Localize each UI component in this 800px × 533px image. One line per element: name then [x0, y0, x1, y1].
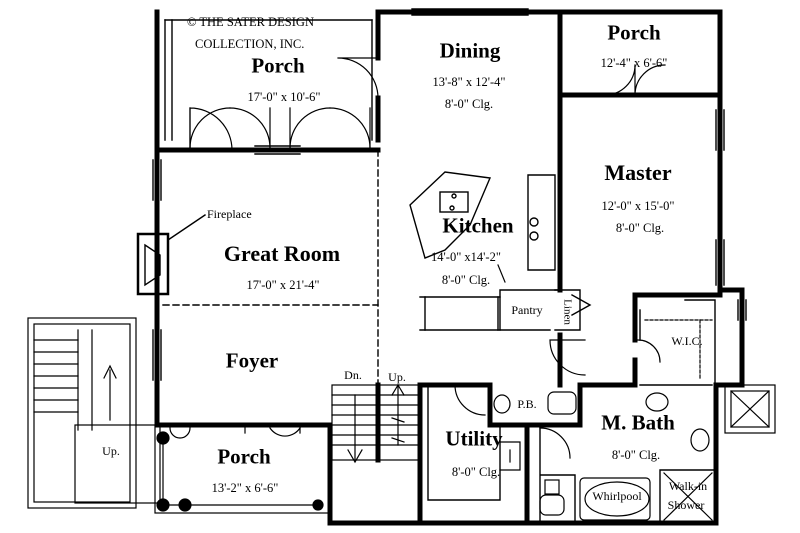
copyright-line-1: © THE SATER DESIGN [187, 14, 314, 29]
porch-front-label: Porch [217, 444, 271, 469]
master-size: 12'-0" x 15'-0" [601, 198, 675, 213]
stairs-up-label: Up. [388, 370, 406, 384]
dining-label: Dining [439, 38, 501, 63]
fireplace-box [136, 214, 206, 296]
dining-ceiling: 8'-0" Clg. [444, 96, 494, 111]
linen-label: Linen [561, 299, 574, 325]
wic-label: W.I.C. [671, 334, 703, 348]
utility-label: Utility [445, 426, 503, 451]
kitchen-ceiling: 8'-0" Clg. [441, 272, 491, 287]
porch-main-size: 17'-0" x 10'-6" [247, 89, 321, 104]
great-room-label: Great Room [223, 241, 341, 266]
mbath-ceiling: 8'-0" Clg. [611, 447, 661, 462]
mbath-label: M. Bath [601, 410, 675, 435]
fireplace-label: Fireplace [207, 207, 252, 221]
foyer-label: Foyer [225, 348, 279, 373]
kitchen-island [409, 171, 539, 259]
copyright-line-2: COLLECTION, INC. [195, 36, 305, 51]
wic-rod [644, 319, 713, 381]
porch-master-label: Porch [607, 20, 661, 45]
porch-front-size: 13'-2" x 6'-6" [211, 480, 279, 495]
master-label: Master [604, 160, 672, 185]
master-ceiling: 8'-0" Clg. [615, 220, 665, 235]
windows [152, 8, 747, 381]
pantry-label: Pantry [511, 303, 543, 317]
whirlpool-label: Whirlpool [592, 489, 642, 503]
porch-master-size: 12'-4" x 6'-6" [600, 55, 668, 70]
kitchen-size: 14'-0" x14'-2" [431, 249, 501, 264]
stairs [331, 383, 421, 464]
bath-fixtures [493, 384, 776, 521]
walkin-label-1: Walk-in [668, 479, 708, 493]
porch-posts [156, 431, 324, 512]
deck-stairs [27, 317, 331, 514]
pb-label: P.B. [517, 397, 537, 411]
kitchen-label: Kitchen [442, 213, 514, 238]
stairs-down-label: Dn. [344, 368, 362, 382]
dining-size: 13'-8" x 12'-4" [432, 74, 506, 89]
interior-lines [162, 19, 716, 521]
walkin-label-2: Shower [667, 498, 705, 512]
doors [189, 57, 666, 459]
porch-main-label: Porch [251, 53, 305, 78]
deck-up-label: Up. [102, 444, 120, 458]
great-room-size: 17'-0" x 21'-4" [246, 277, 320, 292]
utility-ceiling: 8'-0" Clg. [451, 464, 501, 479]
